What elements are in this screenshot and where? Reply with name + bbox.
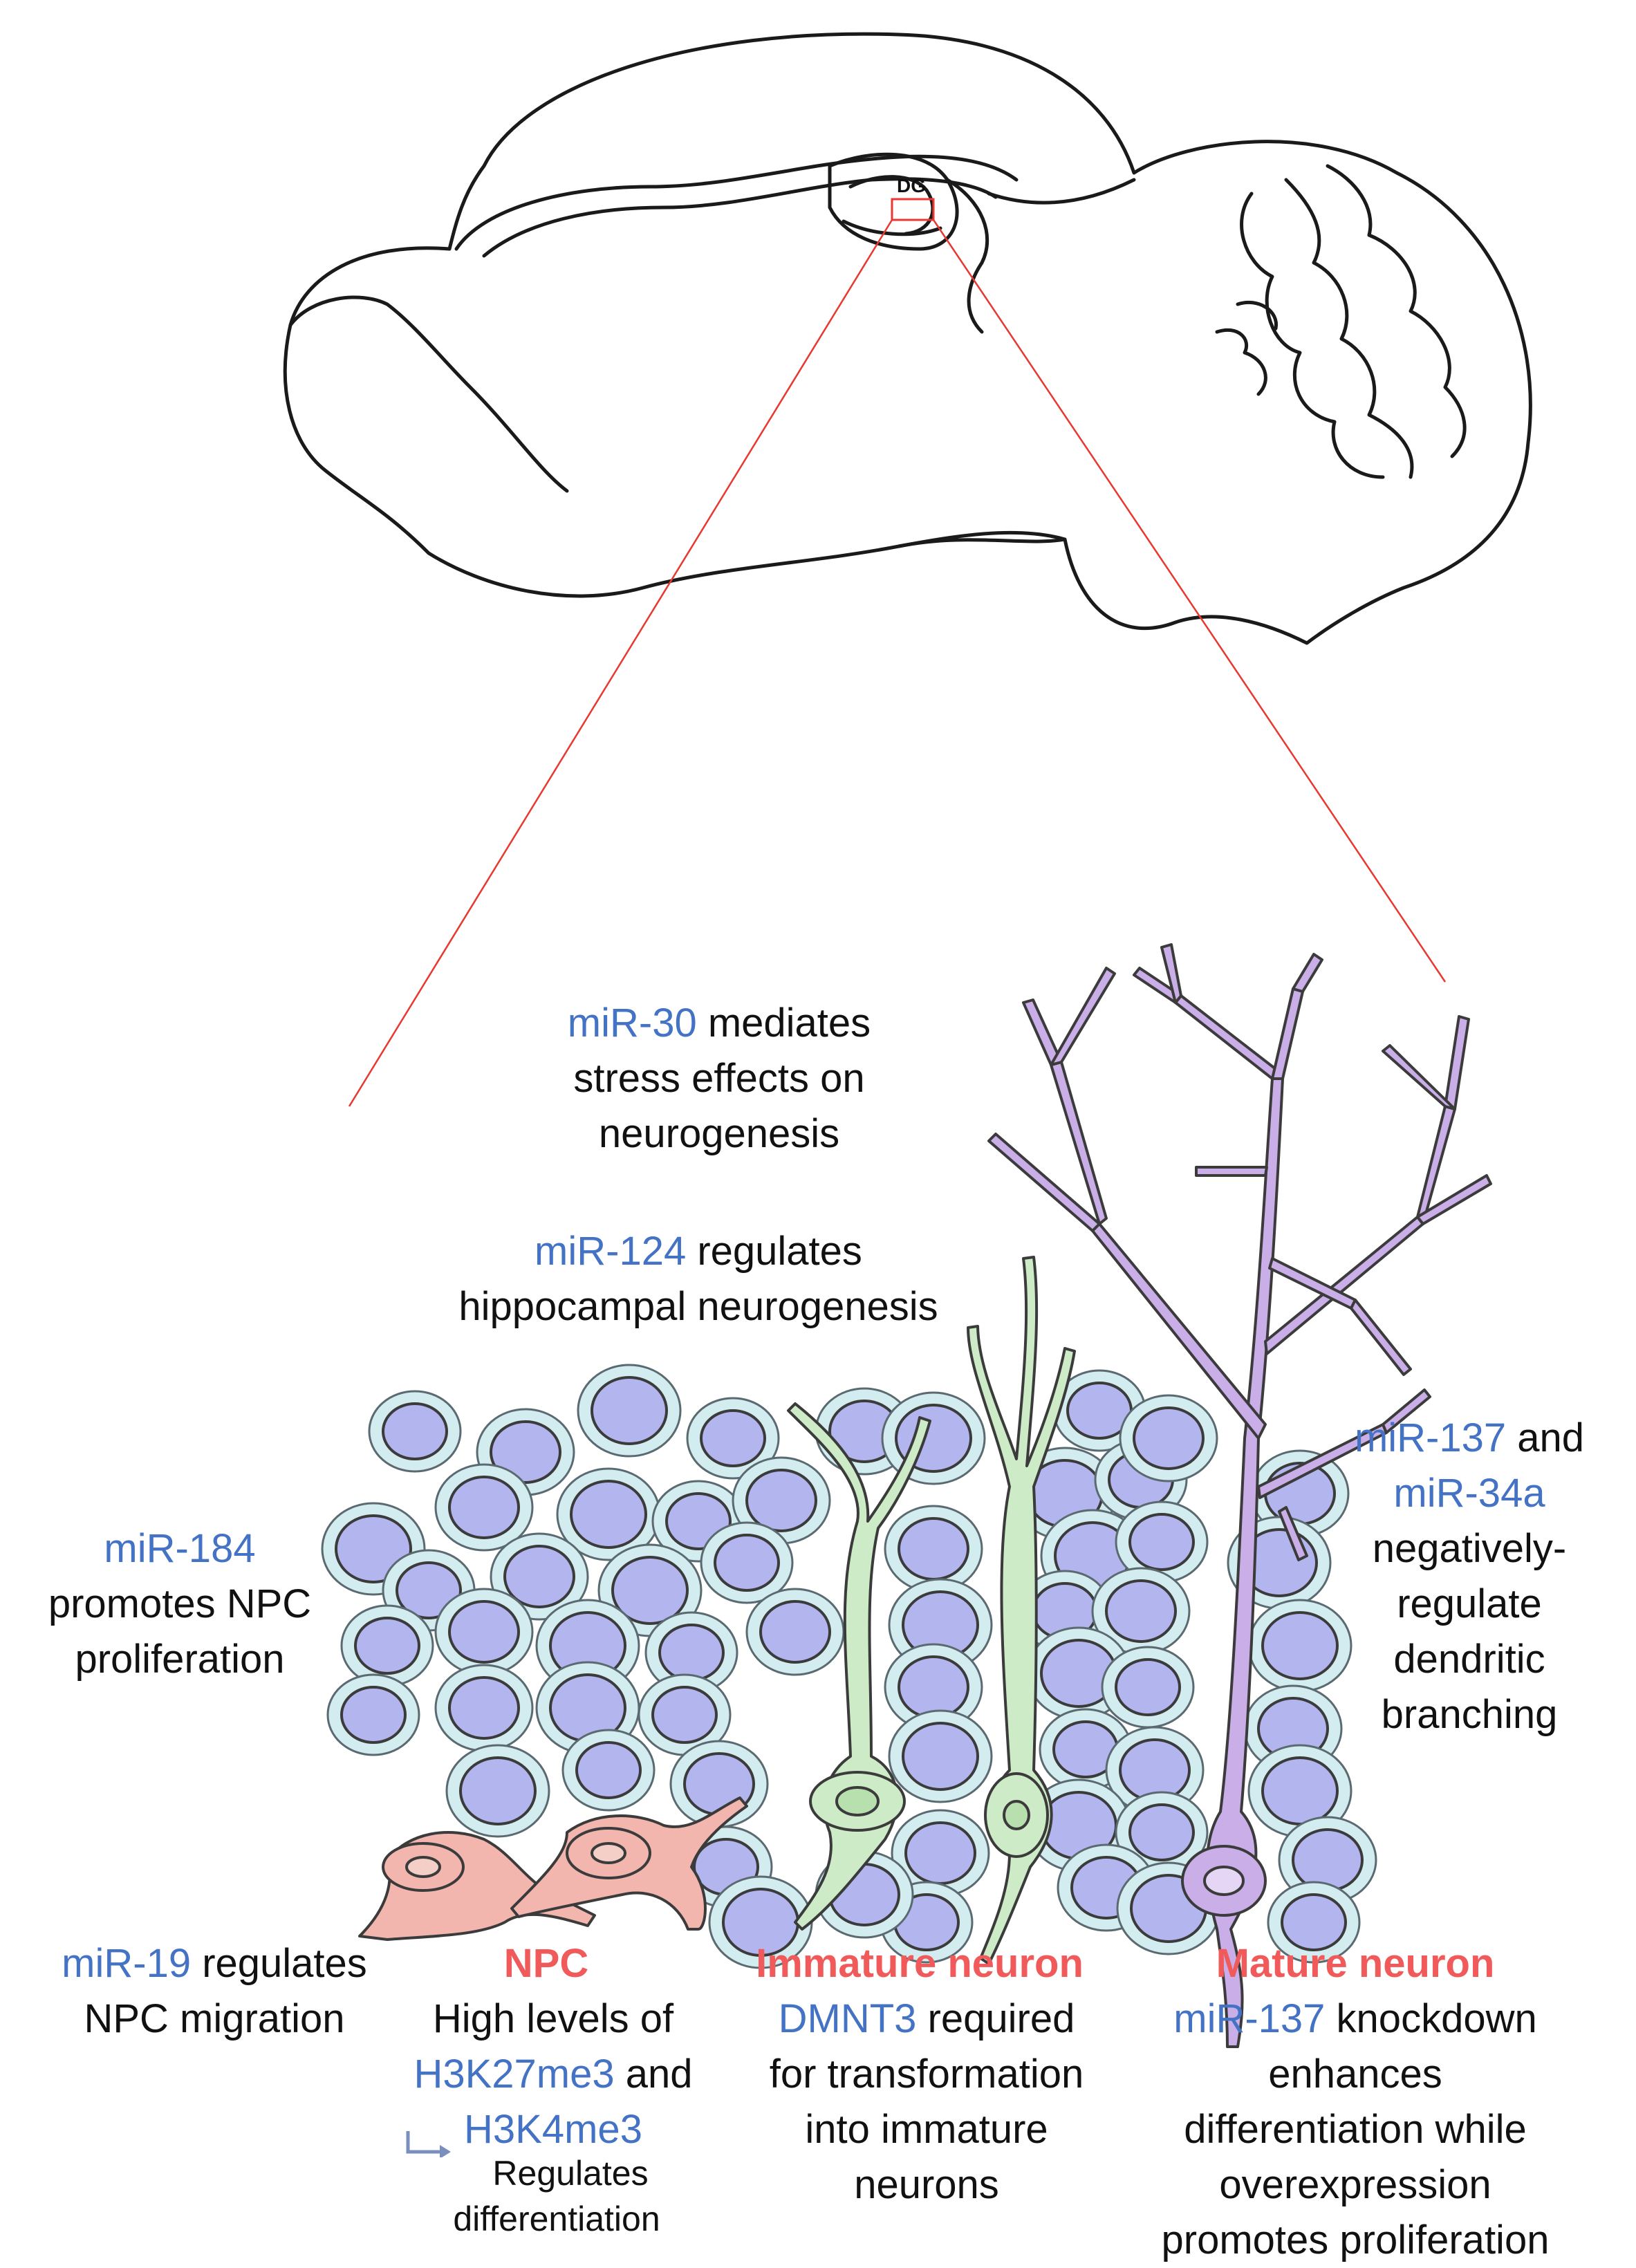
granule-cell	[434, 1664, 534, 1752]
granule-cell	[368, 1390, 462, 1473]
granule-cell	[1091, 1567, 1191, 1655]
granule-cell	[884, 1643, 983, 1731]
annotation-immature-neuron: DMNT3 required for transformation into i…	[733, 1991, 1120, 2213]
mir137-line6: branching	[1381, 1692, 1558, 1737]
annotation-mir19: miR-19 regulates NPC migration	[21, 1936, 408, 2047]
mature-line4: overexpression	[1219, 2162, 1491, 2207]
mir137-line4: regulate	[1397, 1581, 1542, 1626]
immature-line2: for transformation	[769, 2052, 1084, 2097]
immature-line4: neurons	[854, 2162, 999, 2207]
granule-cell	[1115, 1791, 1209, 1874]
brain-outline	[283, 32, 1532, 645]
mir19-text: regulates	[191, 1941, 367, 1986]
mature-text1: knockdown	[1325, 1996, 1537, 2041]
granule-cell	[881, 1391, 986, 1485]
arrow-icon	[406, 2131, 451, 2157]
granule-cell	[561, 1729, 656, 1812]
mirna-mir124: miR-124	[535, 1229, 687, 1274]
annotation-mir124: miR-124 regulates hippocampal neurogenes…	[408, 1224, 989, 1335]
mir137-line5: dendritic	[1393, 1637, 1545, 1682]
annotation-mir137-mir34a: miR-137 and miR-34a negatively- regulate…	[1307, 1411, 1632, 1742]
zoom-line-right	[932, 219, 1447, 983]
diagram-artwork: DG	[283, 32, 1532, 2048]
mirna-mir184: miR-184	[104, 1526, 256, 1571]
mature-neuron	[987, 943, 1492, 2048]
zoom-line-left	[348, 219, 893, 1107]
heading-mature-neuron: Mature neuron	[1216, 1941, 1495, 1986]
immature-line3: into immature	[805, 2107, 1048, 2152]
granule-cell	[638, 1673, 732, 1756]
heading-npc: NPC	[503, 1941, 589, 1986]
dg-label: DG	[897, 175, 926, 196]
granule-cell	[434, 1463, 534, 1552]
granule-cell	[686, 1397, 780, 1480]
granule-cell	[1018, 1570, 1112, 1653]
mature-line3: differentiation while	[1184, 2107, 1527, 2152]
granule-cell	[700, 1521, 794, 1604]
mir184-line2: promotes NPC	[48, 1581, 312, 1626]
histone-mark-h3k4me3: H3K4me3	[464, 2107, 642, 2152]
mir19-line2: NPC migration	[84, 1996, 345, 2041]
granule-cell	[340, 1604, 434, 1687]
npc-and-text: and	[614, 2052, 693, 2097]
granule-cell	[577, 1364, 682, 1458]
mir124-line2: hippocampal neurogenesis	[458, 1284, 938, 1329]
npc-cells	[358, 1796, 748, 1941]
granule-cell	[556, 1467, 661, 1561]
granule-cell	[445, 1744, 550, 1838]
granule-cell	[1247, 1599, 1353, 1693]
dg-zoom-box	[891, 198, 935, 221]
granule-cell	[644, 1611, 738, 1694]
granule-cell	[1119, 1394, 1218, 1482]
npc-line1: High levels of	[432, 1996, 674, 2041]
mirna-mir34a: miR-34a	[1393, 1471, 1545, 1516]
annotation-npc-histone: High levels of H3K27me3 and H3K4me3	[373, 1991, 733, 2157]
granule-cell	[888, 1709, 993, 1803]
granule-cell	[1101, 1646, 1195, 1729]
granule-cell	[1278, 1816, 1377, 1904]
mature-line2: enhances	[1268, 2052, 1442, 2097]
granule-cell	[1247, 1744, 1353, 1838]
mirna-mir137: miR-137	[1354, 1415, 1507, 1460]
granule-cell	[745, 1588, 845, 1676]
mir30-line2: stress effects on	[573, 1056, 865, 1101]
npc-sub-text: Regulates differentiation	[408, 2150, 705, 2242]
gene-dmnt3: DMNT3	[778, 1996, 917, 2041]
immature-text1: required	[916, 1996, 1075, 2041]
mir137-and-text: and	[1506, 1415, 1585, 1460]
annotation-mir30: miR-30 mediates stress effects on neurog…	[526, 996, 913, 1162]
mirna-mir30: miR-30	[567, 1001, 697, 1045]
granule-cell	[1267, 1881, 1361, 1964]
granule-cell	[1105, 1726, 1205, 1814]
mir30-text: mediates	[696, 1001, 871, 1045]
mirna-mir137-knockdown: miR-137	[1173, 1996, 1326, 2041]
mirna-mir19: miR-19	[62, 1941, 192, 1986]
granule-cell	[434, 1588, 534, 1676]
granule-cell	[708, 1875, 813, 1969]
annotation-mir184: miR-184 promotes NPC proliferation	[14, 1521, 346, 1687]
mir137-line3: negatively-	[1372, 1526, 1567, 1571]
granule-cell	[884, 1505, 983, 1593]
mir184-line3: proliferation	[75, 1637, 285, 1682]
heading-immature-neuron: Immature neuron	[756, 1941, 1084, 1986]
npc-sub1: Regulates	[492, 2154, 649, 2193]
histone-mark-h3k27me3: H3K27me3	[413, 2052, 615, 2097]
granule-cell	[1115, 1500, 1209, 1583]
mir30-line3: neurogenesis	[598, 1111, 840, 1156]
mature-line5: promotes proliferation	[1161, 2218, 1550, 2262]
granule-cell	[326, 1673, 420, 1756]
immature-neurons	[787, 1256, 1076, 1965]
npc-sub2: differentiation	[453, 2200, 660, 2238]
mir124-text: regulates	[686, 1229, 862, 1274]
annotation-mature-neuron: miR-137 knockdown enhances differentiati…	[1134, 1991, 1577, 2268]
